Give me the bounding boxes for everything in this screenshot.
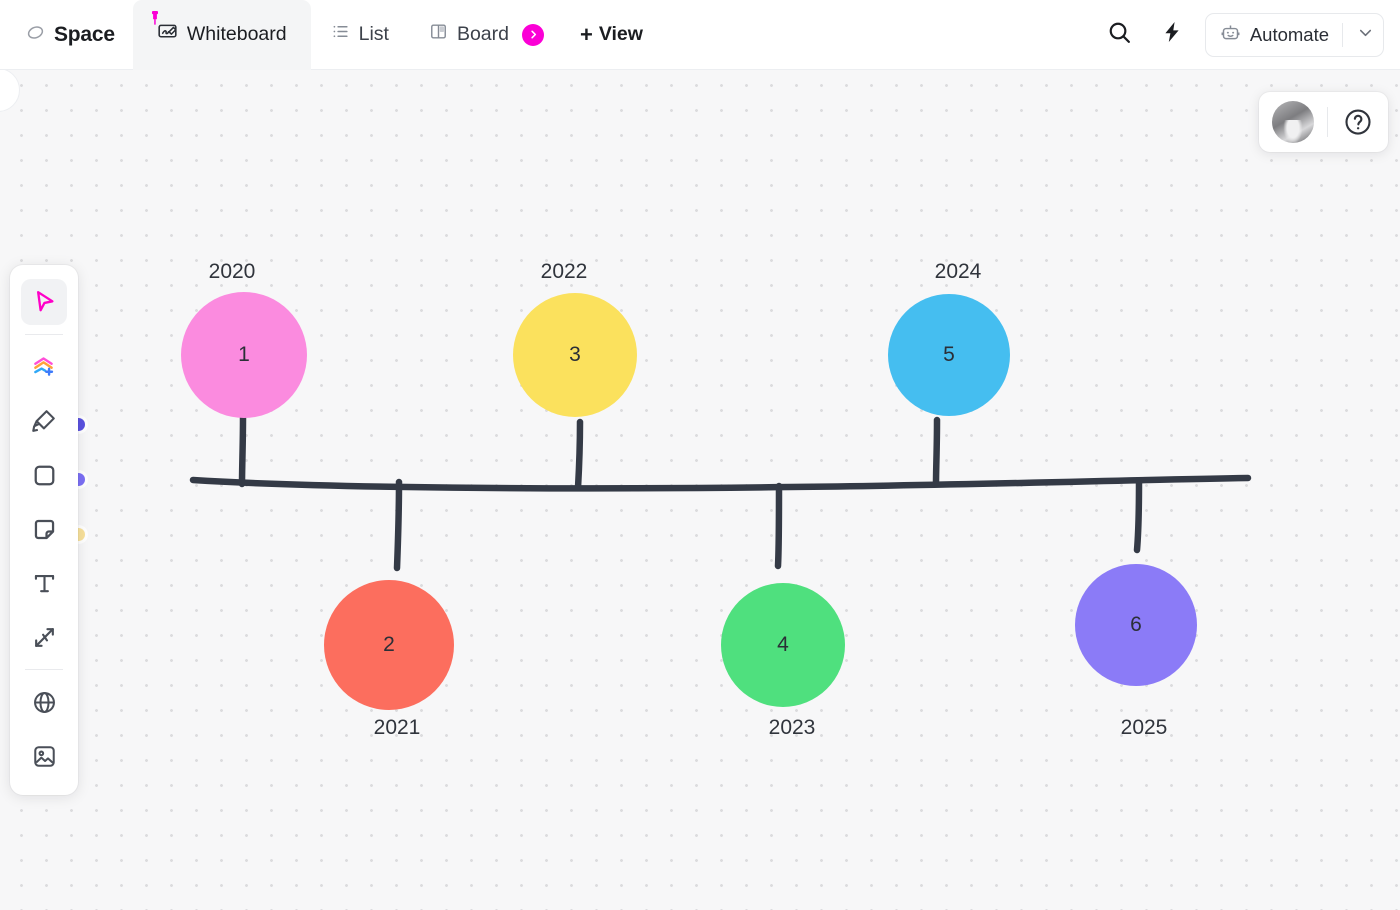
timeline-node-3[interactable]: 3 <box>513 293 637 417</box>
node-number-4: 4 <box>777 633 789 656</box>
text-tool[interactable] <box>21 560 67 606</box>
tab-label-list: List <box>358 23 389 45</box>
square-icon <box>34 465 54 485</box>
year-label-2024: 2024 <box>934 260 982 283</box>
timeline-node-5[interactable]: 5 <box>888 294 1010 416</box>
marker-pen-tool[interactable] <box>21 398 67 444</box>
space-cloud-icon <box>26 23 45 47</box>
timeline-node-1[interactable]: 1 <box>181 292 307 418</box>
square-shape-tool[interactable] <box>21 452 67 498</box>
connector-arrow-icon <box>34 627 54 647</box>
user-avatar[interactable] <box>1272 101 1314 143</box>
year-label-2021: 2021 <box>373 716 421 739</box>
tab-label-board: Board <box>456 23 509 45</box>
node-number-3: 3 <box>569 343 581 366</box>
search-icon <box>1107 20 1132 50</box>
marker-icon <box>32 410 55 432</box>
whiteboard-toolbar <box>10 265 78 795</box>
tab-board[interactable]: Board <box>409 0 564 70</box>
tab-whiteboard[interactable]: Whiteboard <box>132 0 311 70</box>
node-number-2: 2 <box>383 633 395 656</box>
year-label-2020: 2020 <box>208 260 256 283</box>
image-icon <box>33 745 55 767</box>
account-help-widget <box>1259 92 1388 152</box>
year-label-2022: 2022 <box>540 260 588 283</box>
board-icon <box>429 22 448 47</box>
whiteboard-icon <box>157 21 178 48</box>
automate-button[interactable]: Automate <box>1204 12 1384 57</box>
node-number-1: 1 <box>238 343 250 366</box>
image-tool[interactable] <box>21 733 67 779</box>
add-view-button[interactable]: + View <box>564 0 659 70</box>
node-number-5: 5 <box>943 343 955 366</box>
space-label: Space <box>54 22 115 46</box>
node-number-6: 6 <box>1130 613 1142 636</box>
tab-label-whiteboard: Whiteboard <box>186 23 287 45</box>
chevron-right-badge-icon[interactable] <box>522 23 544 46</box>
pin-icon <box>149 9 161 32</box>
cursor-select-tool[interactable] <box>21 279 67 325</box>
shape-stack-add-icon <box>34 357 54 376</box>
search-button[interactable] <box>1101 16 1139 54</box>
toolbar-divider-top <box>25 334 63 335</box>
quick-action-button[interactable] <box>1153 16 1191 54</box>
chevron-down-icon[interactable] <box>1356 23 1375 47</box>
robot-icon <box>1220 22 1241 48</box>
globe-icon <box>33 691 55 713</box>
timeline-node-6[interactable]: 6 <box>1075 564 1197 686</box>
cursor-icon <box>37 291 54 312</box>
timeline-node-2[interactable]: 2 <box>324 580 454 710</box>
toolbar-divider-bottom <box>25 669 63 670</box>
automate-divider <box>1342 22 1343 47</box>
whiteboard-canvas[interactable]: 2020 1 2 2021 2022 3 4 2023 2024 5 6 <box>0 70 1400 910</box>
lightning-bolt-icon <box>1160 20 1184 49</box>
add-view-label: View <box>598 23 643 45</box>
top-navigation-bar: Space Whiteboard <box>0 0 1400 70</box>
help-button[interactable] <box>1341 105 1375 139</box>
account-divider <box>1327 107 1328 137</box>
help-icon <box>1345 109 1371 135</box>
tab-list[interactable]: List <box>311 0 409 70</box>
text-icon <box>34 574 54 592</box>
sticky-note-icon <box>34 519 54 539</box>
connector-arrow-tool[interactable] <box>21 614 67 660</box>
timeline-nodes: 2020 1 2 2021 2022 3 4 2023 2024 5 6 <box>0 70 1400 910</box>
plus-icon: + <box>580 21 593 47</box>
top-bar-actions: Automate <box>1101 12 1400 57</box>
timeline-node-4[interactable]: 4 <box>721 583 845 707</box>
automate-label: Automate <box>1249 23 1329 45</box>
list-icon <box>331 22 350 47</box>
sticky-note-tool[interactable] <box>21 506 67 552</box>
year-label-2025: 2025 <box>1120 716 1168 739</box>
globe-embed-tool[interactable] <box>21 679 67 725</box>
year-label-2023: 2023 <box>768 716 816 739</box>
space-breadcrumb[interactable]: Space <box>0 0 133 70</box>
timeline-strokes <box>189 414 1252 572</box>
shape-stack-add-tool[interactable] <box>21 344 67 390</box>
